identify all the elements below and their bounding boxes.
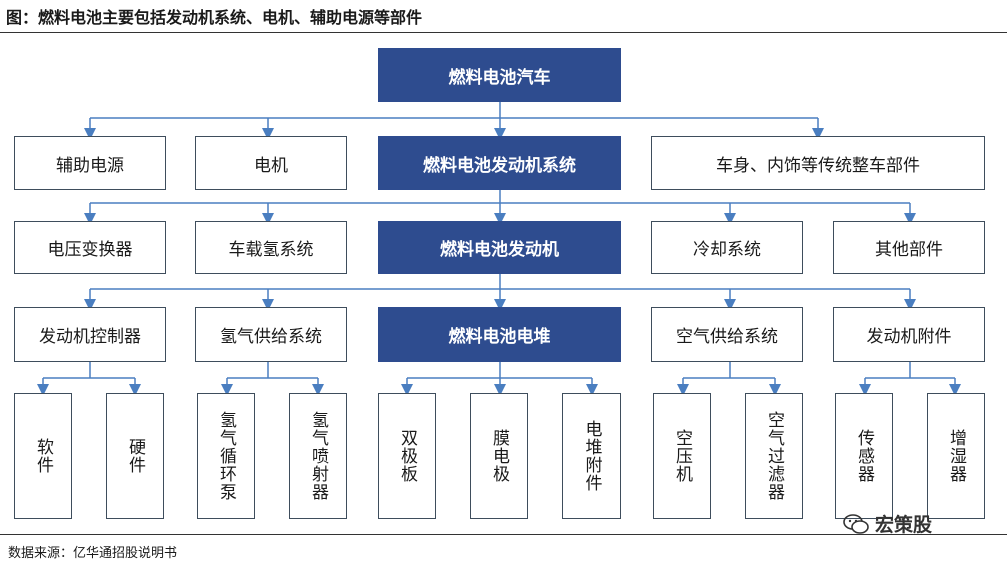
leaf-humidifier: 增湿器	[927, 393, 985, 519]
leaf-membrane-electrode: 膜电极	[470, 393, 528, 519]
node-body-parts: 车身、内饰等传统整车部件	[651, 136, 985, 190]
leaf-stack-accessories: 电堆附件	[562, 393, 621, 519]
leaf-hydrogen-circulation-pump: 氢气循环泵	[197, 393, 255, 519]
leaf-sensor: 传感器	[835, 393, 893, 519]
wechat-icon	[843, 513, 869, 534]
node-voltage-converter: 电压变换器	[14, 221, 166, 274]
leaf-bipolar-plate: 双极板	[378, 393, 436, 519]
watermark: 宏策股	[843, 510, 932, 537]
bottom-rule	[0, 534, 1007, 535]
leaf-software: 软件	[14, 393, 72, 519]
node-fuel-cell-stack: 燃料电池电堆	[378, 307, 621, 362]
node-engine-system: 燃料电池发动机系统	[378, 136, 621, 190]
node-engine-accessories: 发动机附件	[833, 307, 985, 362]
node-motor: 电机	[195, 136, 347, 190]
leaf-hardware: 硬件	[106, 393, 164, 519]
node-hydrogen-supply: 氢气供给系统	[195, 307, 347, 362]
leaf-air-compressor: 空压机	[653, 393, 711, 519]
node-other-parts: 其他部件	[833, 221, 985, 274]
source-note: 数据来源：亿华通招股说明书	[8, 546, 178, 561]
node-auxiliary-power: 辅助电源	[14, 136, 166, 190]
top-rule	[0, 32, 1007, 33]
node-air-supply: 空气供给系统	[651, 307, 803, 362]
node-engine-controller: 发动机控制器	[14, 307, 166, 362]
watermark-text: 宏策股	[875, 514, 933, 536]
leaf-hydrogen-injector: 氢气喷射器	[289, 393, 347, 519]
leaf-air-filter: 空气过滤器	[745, 393, 803, 519]
node-cooling-system: 冷却系统	[651, 221, 803, 274]
node-fuel-cell-engine: 燃料电池发动机	[378, 221, 621, 274]
node-fuel-cell-vehicle: 燃料电池汽车	[378, 48, 621, 102]
node-onboard-hydrogen: 车载氢系统	[195, 221, 347, 274]
figure-title: 图：燃料电池主要包括发动机系统、电机、辅助电源等部件	[6, 8, 423, 27]
